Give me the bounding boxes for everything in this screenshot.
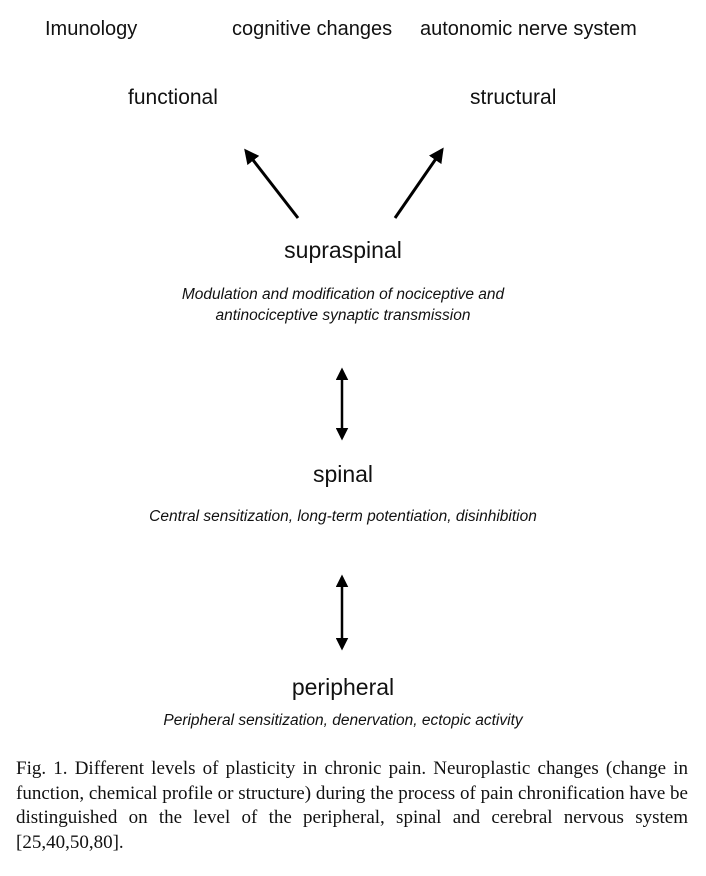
peripheral-description: Peripheral sensitization, denervation, e…	[163, 712, 523, 729]
supraspinal-title: supraspinal	[284, 237, 402, 263]
immunology-label: Imunology	[45, 18, 138, 40]
supraspinal-description-line1: Modulation and modification of nocicepti…	[181, 286, 505, 303]
structural-label: structural	[470, 86, 557, 109]
arrow-to-structural	[393, 147, 444, 219]
supraspinal-description-line2: antinociceptive synaptic transmission	[215, 307, 471, 324]
cognitive-changes-label: cognitive changes	[232, 18, 393, 40]
functional-label: functional	[128, 86, 218, 109]
peripheral-title: peripheral	[291, 674, 395, 700]
autonomic-nerve-system-label: autonomic nerve system	[420, 18, 637, 40]
figure-caption: Fig. 1. Different levels of plasticity i…	[16, 758, 688, 853]
arrow-to-functional	[244, 148, 300, 219]
spinal-description: Central sensitization, long-term potenti…	[149, 508, 537, 525]
spinal-title: spinal	[312, 461, 374, 487]
